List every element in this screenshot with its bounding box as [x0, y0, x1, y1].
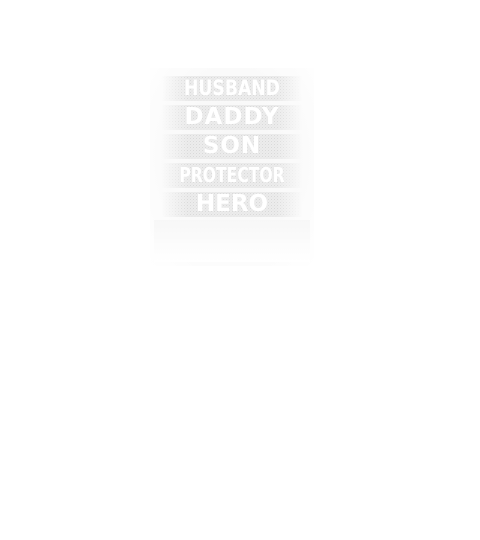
- word-husband: HUSBAND: [184, 76, 280, 100]
- shirt-design: HUSBAND DADDY SON PROTECTOR HERO: [150, 68, 314, 266]
- band-2: [162, 105, 302, 130]
- band-4: [162, 163, 302, 188]
- band-5: [162, 192, 302, 217]
- word-daddy: DADDY: [184, 104, 280, 130]
- band-3: [162, 134, 302, 159]
- word-protector: PROTECTOR: [179, 163, 285, 187]
- band-1: [162, 76, 302, 101]
- word-son: SON: [202, 133, 262, 159]
- word-hero: HERO: [195, 191, 269, 217]
- bottom-fade: [154, 220, 310, 262]
